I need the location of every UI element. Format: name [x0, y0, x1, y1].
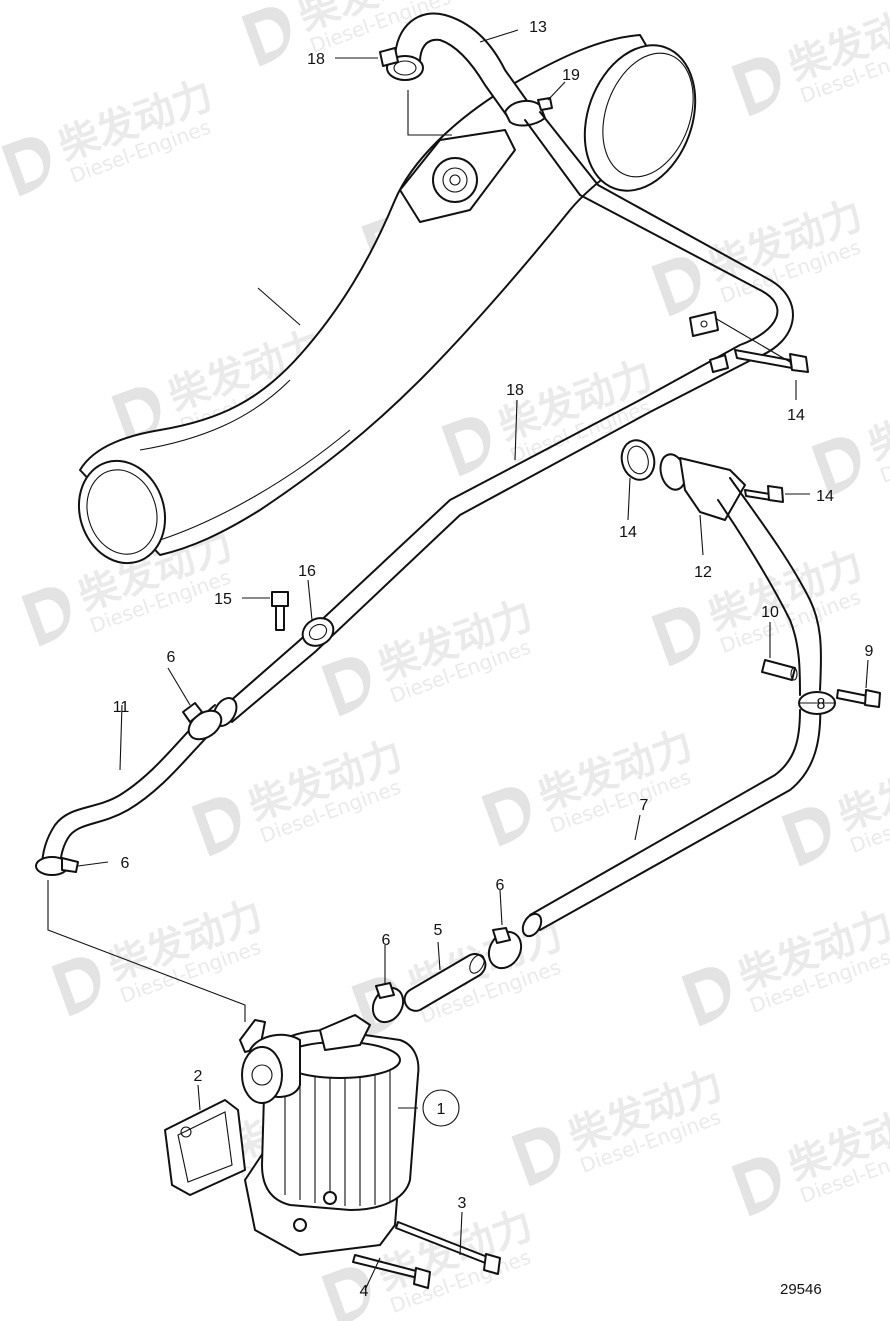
watermark-logo-icon — [811, 437, 861, 497]
callout-4: 4 — [360, 1283, 369, 1300]
pipe-part-12 — [521, 453, 822, 938]
hose-clamp-part-6-center — [371, 982, 405, 1024]
callout-14-top: 14 — [787, 407, 805, 424]
watermark-logo-icon — [51, 957, 101, 1017]
callout-6-right: 6 — [496, 877, 505, 894]
callout-1: 1 — [437, 1101, 446, 1118]
bolt-part-9 — [836, 689, 881, 708]
callout-8: 8 — [817, 696, 826, 713]
watermark-logo-icon — [731, 57, 781, 117]
watermark-logo-icon — [441, 417, 491, 477]
callout-3: 3 — [458, 1195, 467, 1212]
intake-duct-part-19 — [77, 34, 697, 565]
watermark-logo-icon — [21, 587, 71, 647]
bolt-part-14-middle — [744, 485, 784, 503]
callout-14-middle: 14 — [816, 488, 834, 505]
callout-12: 12 — [694, 564, 712, 581]
callout-2: 2 — [194, 1068, 203, 1085]
watermark-logo-icon — [651, 257, 701, 317]
callout-15: 16 — [298, 563, 316, 580]
hose-clamp-part-6-right — [487, 927, 523, 970]
watermark-logo-icon — [1, 137, 51, 197]
callout-16: 13 — [529, 19, 547, 36]
bolt-part-3 — [395, 1221, 501, 1275]
gasket-part-2 — [164, 1099, 246, 1196]
callout-7: 7 — [640, 797, 649, 814]
figure-number: 29546 — [780, 1281, 822, 1298]
pump-assembly-part-1 — [239, 1014, 420, 1256]
watermark-logo-icon — [681, 967, 731, 1027]
grommet-part-15 — [301, 617, 335, 647]
spacer-part-10 — [761, 659, 798, 681]
watermark-logo-icon — [191, 797, 241, 857]
callout-10: 10 — [761, 604, 779, 621]
breather-pipe-part-17 — [219, 111, 794, 723]
callout-14-left: 15 — [214, 591, 232, 608]
watermark-company-cn: 柴发动力 — [863, 372, 890, 470]
bolt-part-14-left — [271, 591, 289, 631]
callout-6-lower-left: 6 — [121, 855, 130, 872]
watermark-logo-icon — [781, 807, 831, 867]
watermark-logo-icon — [321, 657, 371, 717]
callout-6-upper-left: 6 — [167, 649, 176, 666]
bolt-part-4 — [352, 1254, 431, 1289]
watermark-logo-icon — [321, 1267, 371, 1321]
top-hose-part-16 — [379, 12, 553, 127]
seal-ring-part-13 — [620, 439, 656, 481]
callout-6-center: 6 — [382, 932, 391, 949]
callout-18-right: 19 — [562, 67, 580, 84]
callout-labels: 13 18 19 18 14 14 14 12 15 16 10 9 6 11 … — [113, 19, 874, 1300]
watermark-logo-icon — [511, 1127, 561, 1187]
hose-part-5 — [403, 953, 487, 1012]
callout-13: 14 — [619, 524, 637, 541]
watermark-logo-icon — [731, 1157, 781, 1217]
bolt-part-14-top — [734, 349, 809, 373]
hose-clamp-part-6-upper-left — [182, 702, 223, 741]
callout-18-left: 18 — [307, 51, 325, 68]
watermark-logo-icon — [241, 7, 291, 67]
watermark-logo-icon — [481, 787, 531, 847]
callout-5: 5 — [434, 922, 443, 939]
hose-clamp-part-6-lower-left — [35, 856, 79, 876]
callout-17: 18 — [506, 382, 524, 399]
callout-1-circle — [422, 1089, 460, 1127]
callout-11: 11 — [113, 699, 130, 716]
leader-lines — [47, 29, 869, 1291]
watermark-logo-icon — [651, 607, 701, 667]
callout-9: 9 — [865, 643, 874, 660]
